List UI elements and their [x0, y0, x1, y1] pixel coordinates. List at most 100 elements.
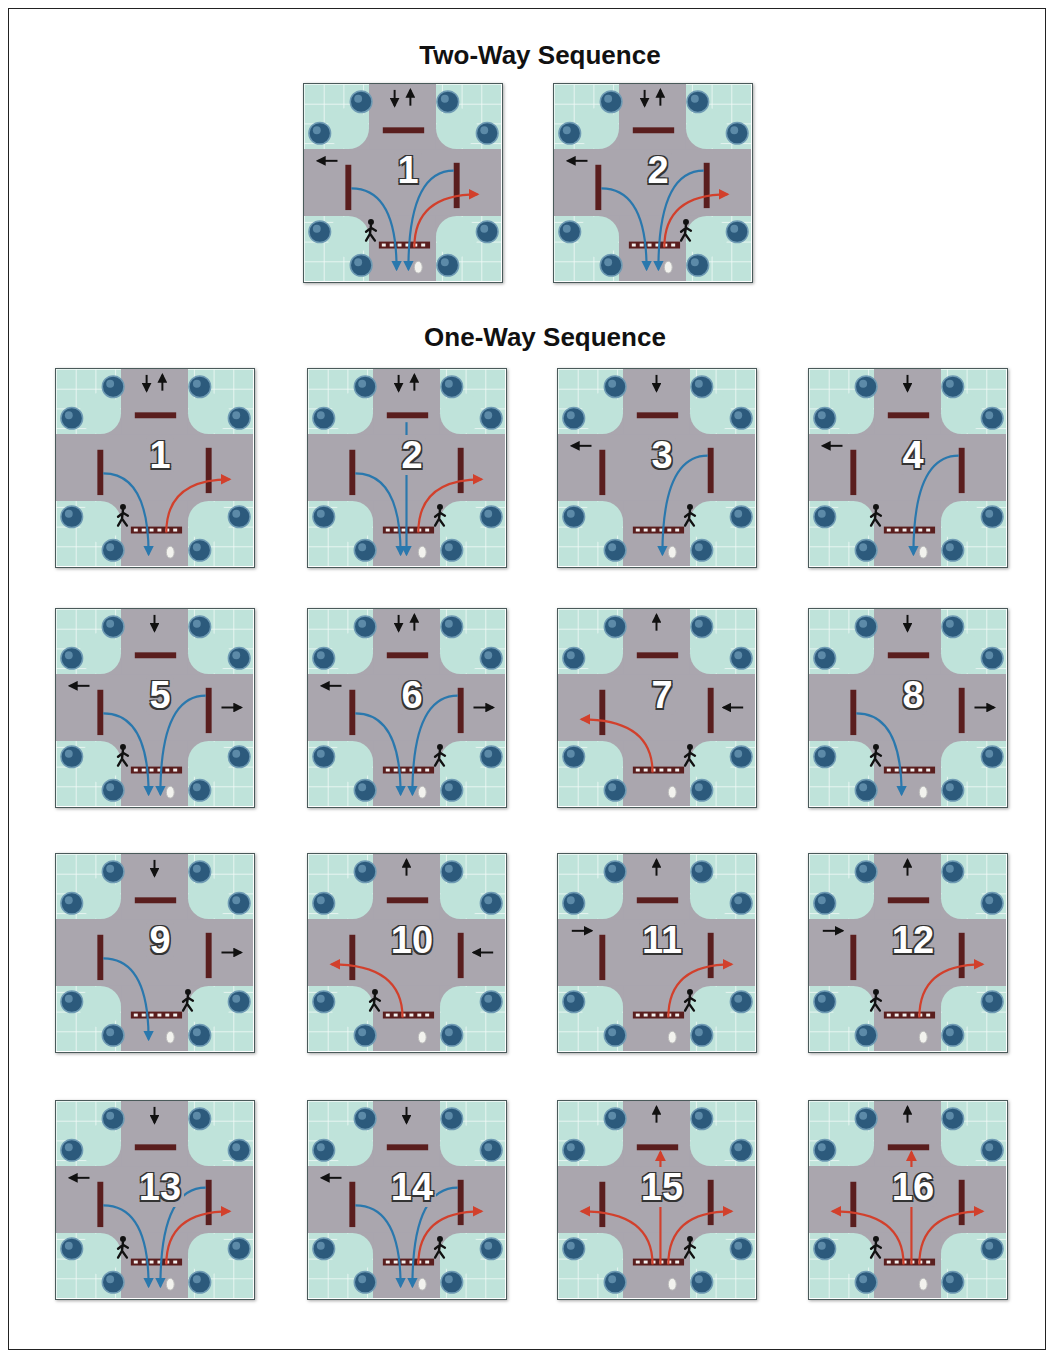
stop-bar — [206, 933, 212, 978]
crosswalk-stripe — [142, 529, 146, 532]
crosswalk-stripe — [165, 769, 169, 772]
grass-grid — [809, 1101, 1006, 1298]
crosswalk-stripe — [926, 769, 930, 772]
pedestrian-icon — [435, 504, 445, 526]
curb-corner — [833, 878, 874, 919]
pedestrian-icon — [871, 1236, 881, 1258]
tree — [691, 1271, 713, 1293]
tree — [730, 746, 752, 768]
direction-arrow — [154, 860, 156, 876]
signal-light — [668, 1278, 676, 1290]
tree — [313, 991, 335, 1013]
movement-path — [103, 713, 148, 794]
phase-number: 8 — [899, 675, 926, 715]
road — [308, 369, 505, 566]
crosswalk — [633, 1012, 684, 1019]
tree — [604, 1271, 626, 1293]
tree — [228, 1238, 250, 1260]
tree — [102, 861, 124, 883]
tree — [228, 647, 250, 669]
road — [554, 84, 751, 281]
curb-corner — [332, 393, 373, 434]
crosswalk-stripe — [675, 529, 679, 532]
phase-number: 14 — [388, 1167, 436, 1207]
direction-arrow — [572, 930, 592, 932]
phase-number: 7 — [648, 675, 675, 715]
signal-light — [166, 1278, 174, 1290]
crosswalk-stripe — [910, 1014, 914, 1017]
tree — [189, 1108, 211, 1130]
curb-corner — [188, 393, 229, 434]
curb-corner — [690, 633, 731, 674]
signal-light — [166, 546, 174, 558]
intersection-tile: 11 — [557, 853, 757, 1053]
intersection-tile: 14 — [307, 1100, 507, 1300]
direction-arrow — [823, 445, 843, 447]
movement-path — [833, 1211, 904, 1264]
tree — [942, 861, 964, 883]
crosswalk — [131, 1259, 182, 1266]
stop-bar — [888, 412, 929, 418]
stop-bar — [850, 935, 856, 980]
tree — [855, 861, 877, 883]
intersection-tile: 8 — [808, 608, 1008, 808]
tree — [437, 91, 459, 113]
pedestrian-icon — [871, 504, 881, 526]
intersection-tile: 10 — [307, 853, 507, 1053]
curb-corner — [690, 1233, 731, 1274]
crosswalk-stripe — [382, 244, 386, 247]
tree — [441, 376, 463, 398]
intersection-tile: 4 — [808, 368, 1008, 568]
curb-corner — [332, 1125, 373, 1166]
tree — [350, 254, 372, 276]
tree — [480, 991, 502, 1013]
crosswalk-stripe — [402, 529, 406, 532]
curb-corner — [440, 1125, 481, 1166]
crosswalk — [131, 767, 182, 774]
grass-grid — [809, 854, 1006, 1051]
tree — [102, 1271, 124, 1293]
crosswalk — [383, 1259, 434, 1266]
intersection-tile: 6 — [307, 608, 507, 808]
tree — [102, 779, 124, 801]
curb-corner — [582, 1125, 623, 1166]
curb-corner — [686, 108, 727, 149]
stop-bar — [708, 448, 714, 493]
crosswalk-stripe — [417, 769, 421, 772]
crosswalk-stripe — [150, 769, 154, 772]
grass-grid — [308, 609, 505, 806]
tree — [814, 1238, 836, 1260]
tree — [855, 1108, 877, 1130]
tree — [441, 861, 463, 883]
phase-number: 2 — [644, 150, 671, 190]
crosswalk-stripe — [173, 529, 177, 532]
tree — [942, 376, 964, 398]
direction-arrow — [656, 1107, 658, 1123]
direction-arrow — [70, 1177, 90, 1179]
tree — [441, 539, 463, 561]
tree — [313, 407, 335, 429]
phase-number: 10 — [388, 920, 436, 960]
stop-bar — [850, 1182, 856, 1227]
tree — [563, 1238, 585, 1260]
crosswalk-stripe — [926, 529, 930, 532]
tree — [730, 892, 752, 914]
tree — [563, 991, 585, 1013]
movement-path — [355, 473, 400, 554]
direction-arrow — [70, 685, 90, 687]
phase-number: 16 — [889, 1167, 937, 1207]
curb-corner — [582, 501, 623, 542]
crosswalk — [629, 242, 680, 249]
direction-arrow — [146, 375, 148, 391]
tree — [563, 1139, 585, 1161]
tree — [855, 616, 877, 638]
curb-corner — [690, 741, 731, 782]
road — [558, 1101, 755, 1298]
stop-bar — [458, 933, 464, 978]
tree — [814, 506, 836, 528]
tree — [102, 539, 124, 561]
movement-path — [668, 1211, 731, 1264]
intersection-tile: 9 — [55, 853, 255, 1053]
stop-bar — [387, 412, 428, 418]
curb-corner — [941, 986, 982, 1027]
